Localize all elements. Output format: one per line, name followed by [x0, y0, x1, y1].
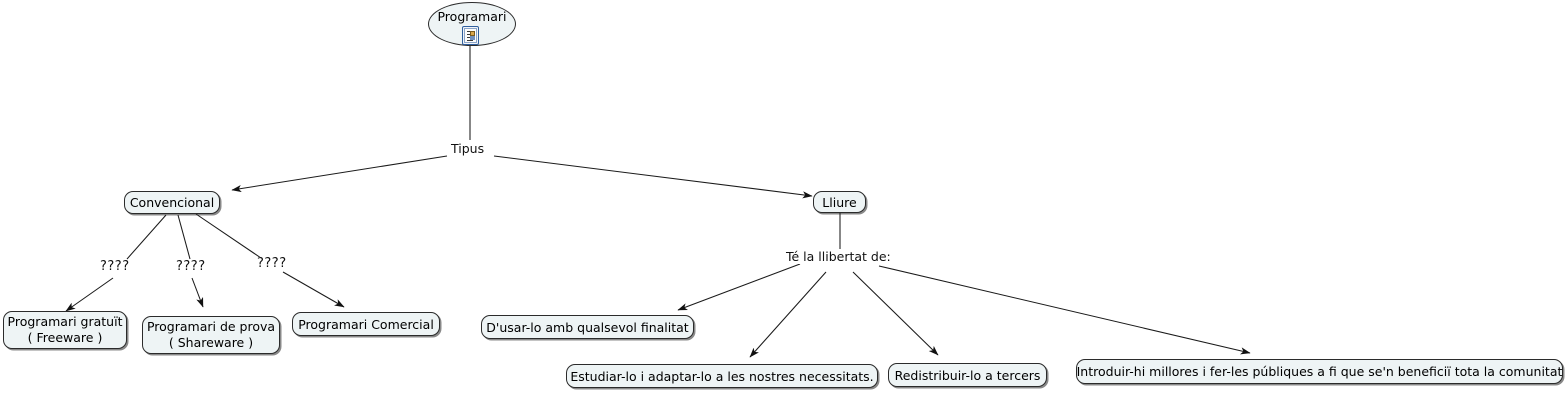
- edge-convencional-shareware-b: [191, 277, 204, 308]
- node-programari-de-prova-label: Programari de prova ( Shareware ): [146, 319, 276, 350]
- node-programari-comercial-label: Programari Comercial: [298, 316, 434, 332]
- edge-tipus-convencional: [231, 155, 448, 193]
- link-label-convencional-shareware: ????: [176, 259, 206, 274]
- link-label-te-la-llibertat-de: Té la llibertat de:: [786, 249, 891, 264]
- document-icon-thumb: [469, 31, 475, 36]
- node-convencional-label: Convencional: [129, 195, 215, 210]
- node-programari-comercial[interactable]: Programari Comercial: [292, 312, 440, 336]
- node-programari-gratuit-freeware[interactable]: Programari gratuït ( Freeware ): [3, 311, 127, 349]
- node-convencional[interactable]: Convencional: [124, 191, 220, 214]
- edge-convencional-freeware-a: [126, 214, 167, 260]
- link-label-convencional-freeware: ????: [100, 259, 130, 274]
- node-lliure-label: Lliure: [822, 194, 857, 210]
- edge-llibertat-redistribuir: [852, 271, 939, 356]
- document-icon[interactable]: [462, 26, 479, 45]
- edge-convencional-shareware-a: [177, 214, 191, 260]
- node-introduir-hi-millores-label: Introduir-hi millores i fer-les públique…: [1076, 364, 1563, 379]
- node-lliure[interactable]: Lliure: [813, 191, 866, 213]
- node-programari-de-prova-shareware[interactable]: Programari de prova ( Shareware ): [142, 316, 280, 354]
- edge-llibertat-usar: [677, 263, 801, 311]
- document-icon-sheet: [464, 28, 477, 43]
- node-introduir-hi-millores[interactable]: Introduir-hi millores i fer-les públique…: [1076, 359, 1563, 384]
- link-label-tipus: Tipus: [451, 141, 485, 156]
- node-redistribuir-lo-tercers[interactable]: Redistribuir-lo a tercers: [888, 363, 1047, 387]
- edge-convencional-comercial-a: [195, 213, 262, 259]
- edge-llibertat-millores: [878, 265, 1251, 355]
- edge-convencional-comercial-b: [282, 271, 345, 308]
- node-root-label: Programari: [437, 9, 507, 24]
- node-usar-lo-label: D'usar-lo amb qualsevol finalitat: [486, 319, 689, 335]
- edge-convencional-freeware-b: [65, 277, 114, 312]
- link-label-convencional-comercial: ????: [257, 256, 287, 271]
- node-estudiar-lo-label: Estudiar-lo i adaptar-lo a les nostres n…: [570, 368, 874, 384]
- node-redistribuir-lo-label: Redistribuir-lo a tercers: [894, 367, 1041, 383]
- node-usar-lo-finalitat[interactable]: D'usar-lo amb qualsevol finalitat: [481, 315, 694, 339]
- edge-tipus-lliure: [493, 155, 813, 199]
- edge-llibertat-estudiar: [749, 271, 827, 358]
- document-icon-thumb-secondary: [469, 36, 475, 40]
- node-programari-gratuit-label: Programari gratuït ( Freeware ): [7, 314, 123, 345]
- node-estudiar-lo-adaptar-lo[interactable]: Estudiar-lo i adaptar-lo a les nostres n…: [566, 364, 878, 388]
